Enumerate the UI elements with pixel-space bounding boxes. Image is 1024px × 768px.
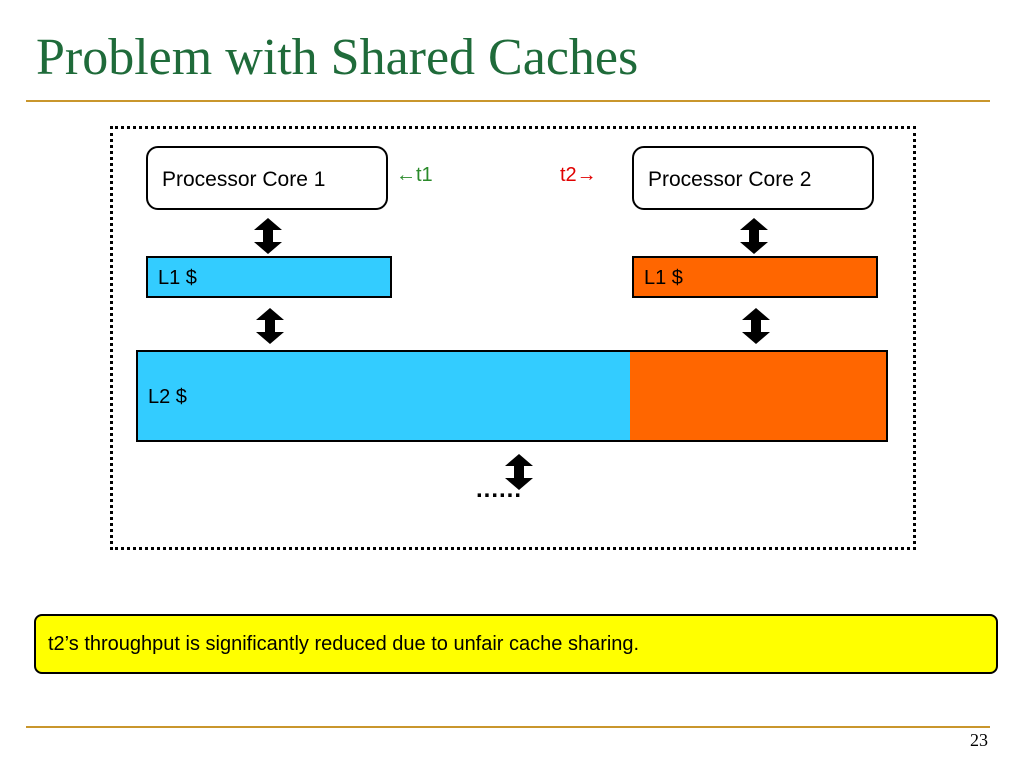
l2-cache-label: L2 $ [148, 386, 187, 408]
l2-partition-core-2 [630, 352, 886, 440]
l1-cache-core-1: L1 $ [146, 256, 392, 298]
double-arrow-icon [256, 308, 284, 344]
chip-boundary [110, 126, 916, 550]
double-arrow-icon [742, 308, 770, 344]
double-arrow-icon [740, 218, 768, 254]
l1-cache-core-2: L1 $ [632, 256, 878, 298]
title-divider [26, 100, 990, 102]
continuation-dots: ...... [476, 476, 523, 503]
double-arrow-icon [254, 218, 282, 254]
slide-title: Problem with Shared Caches [36, 29, 639, 86]
page-number: 23 [970, 730, 988, 750]
l2-partition-core-1: L2 $ [138, 352, 630, 440]
footer-divider [26, 726, 990, 728]
l2-shared-cache: L2 $ [136, 350, 888, 442]
processor-core-1: Processor Core 1 [146, 146, 388, 210]
thread-2-label: t2→ [560, 164, 597, 186]
thread-1-label: ←t1 [396, 164, 433, 186]
callout-box: t2’s throughput is significantly reduced… [34, 614, 998, 674]
processor-core-2: Processor Core 2 [632, 146, 874, 210]
double-arrow-icon [505, 454, 533, 490]
